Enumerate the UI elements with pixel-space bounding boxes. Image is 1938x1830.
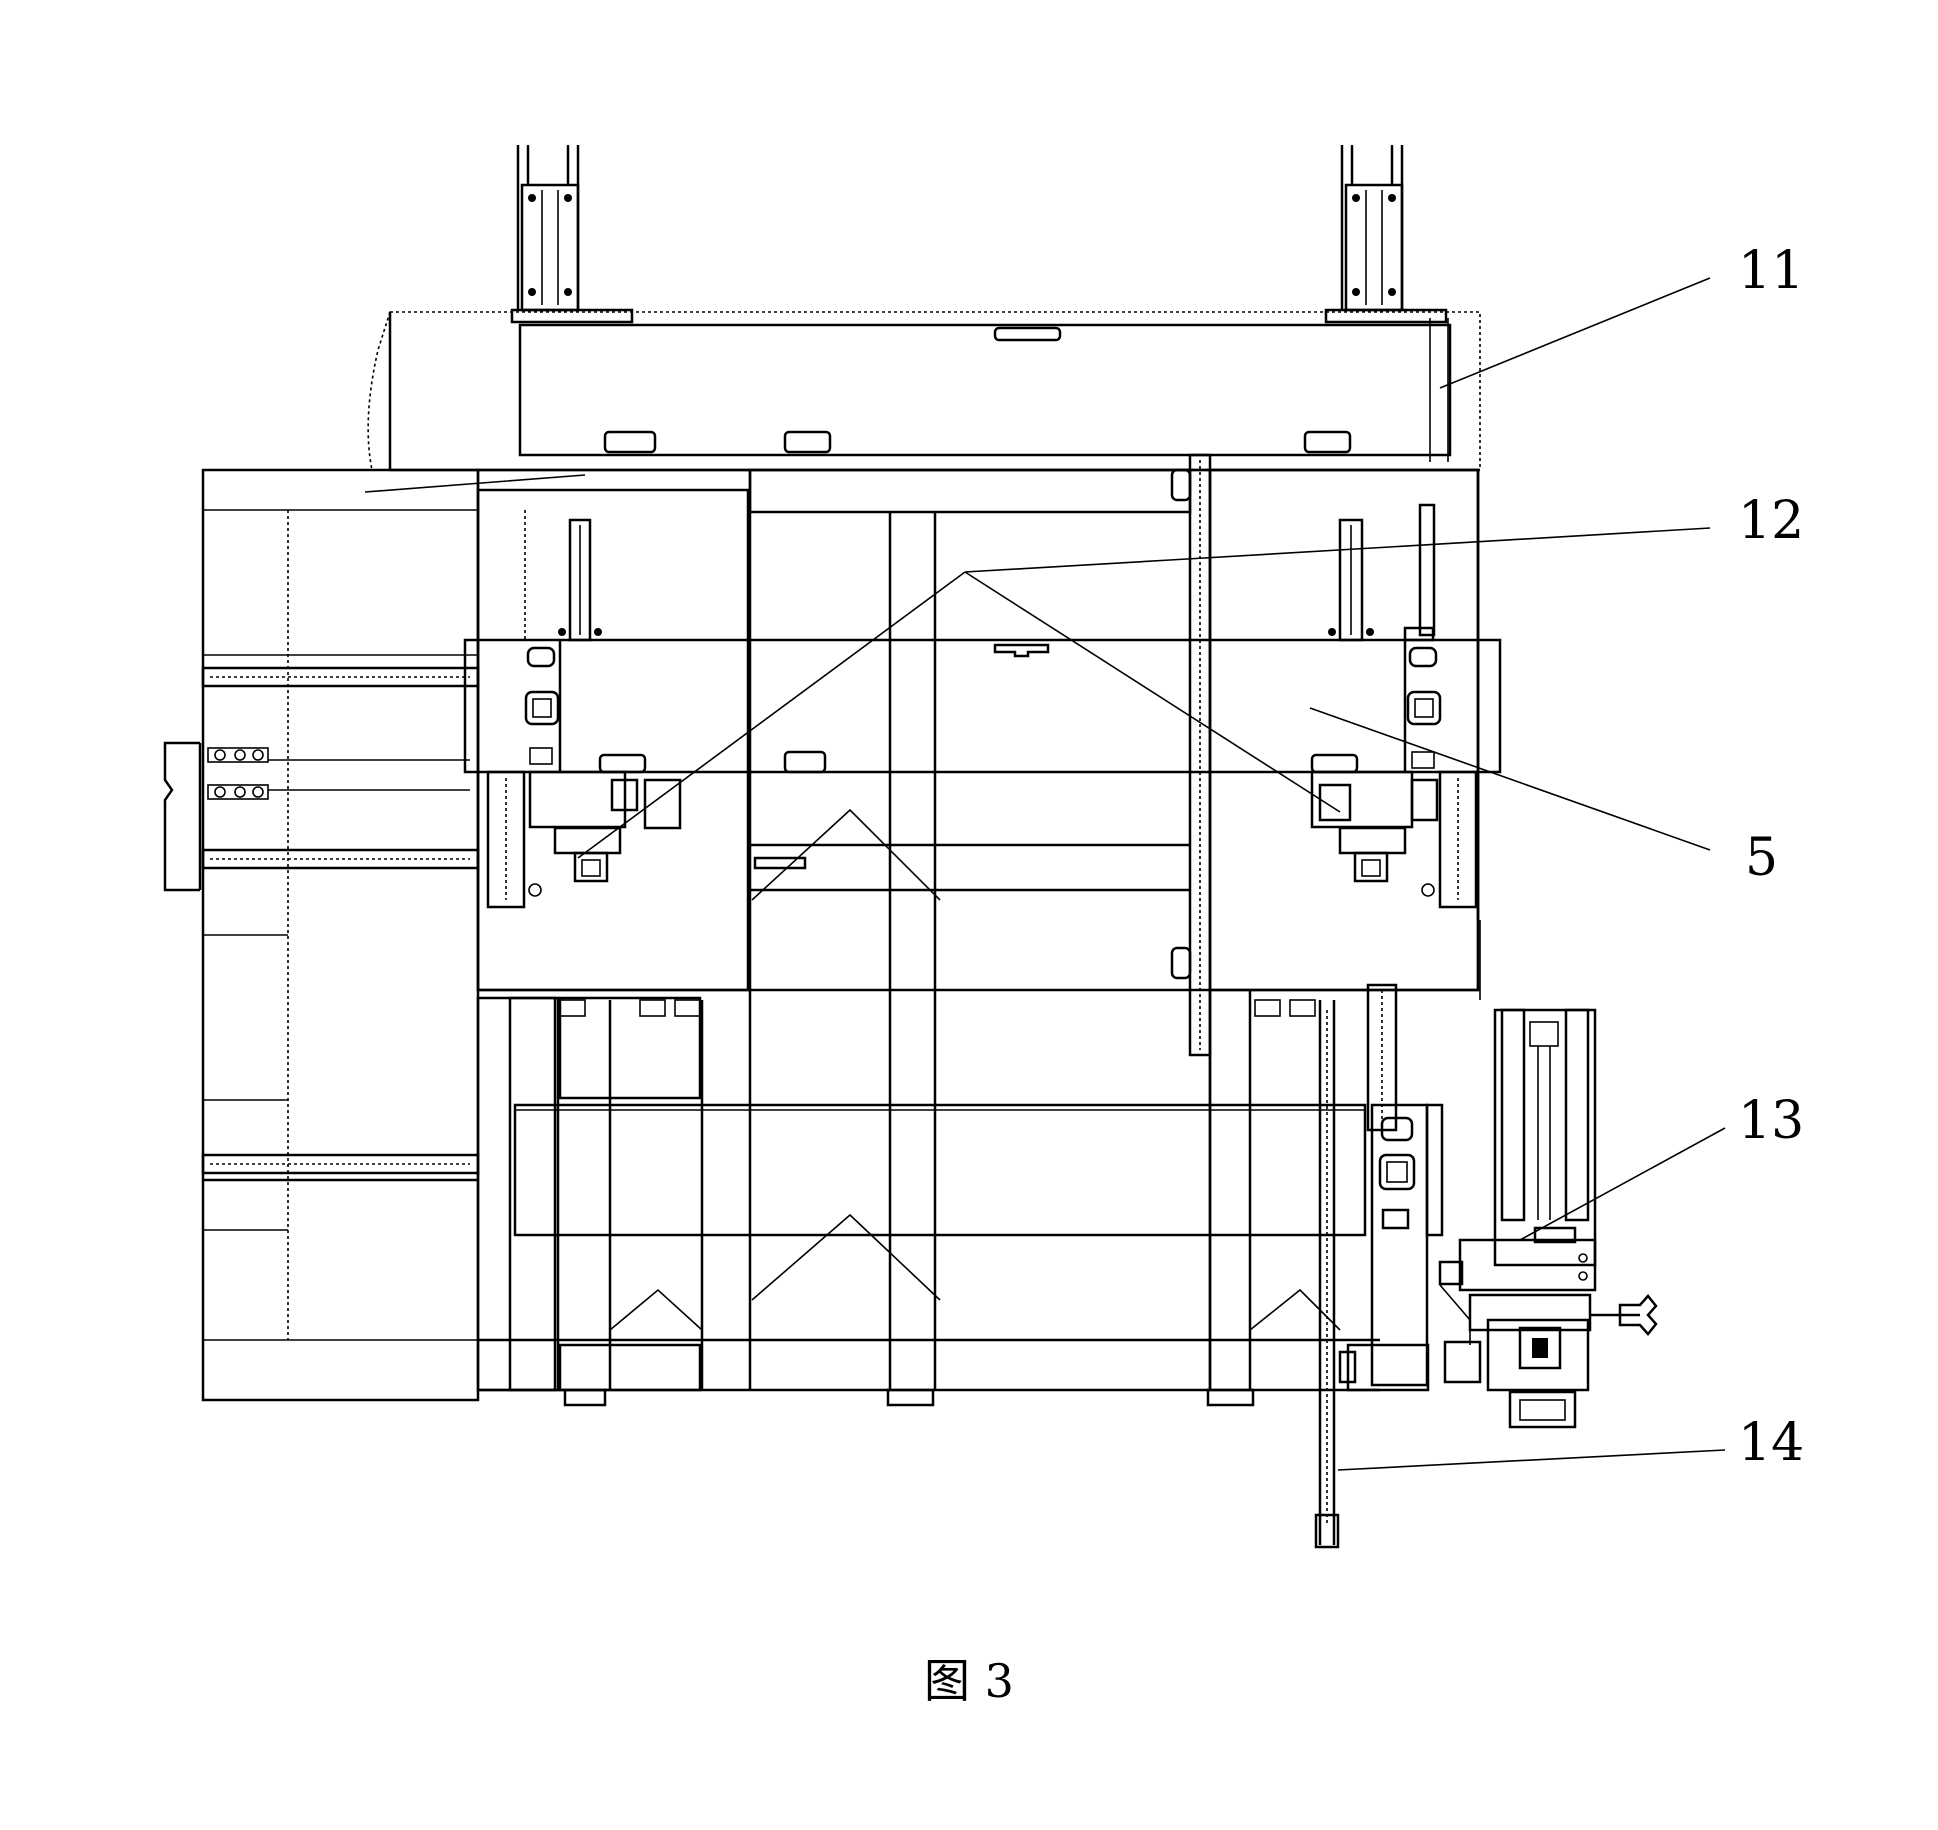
leader-lines xyxy=(577,277,1726,1471)
callout-11: 11 xyxy=(1738,241,1804,301)
top-right-guide-column xyxy=(1324,145,1448,324)
left-carriage xyxy=(476,488,750,992)
left-motor-assembly xyxy=(486,753,682,909)
callout-12: 12 xyxy=(1738,491,1804,551)
callout-14: 14 xyxy=(1738,1413,1804,1473)
figure-caption: 图 3 xyxy=(924,1654,1014,1708)
right-side-unit xyxy=(1438,1008,1658,1429)
right-motor-assembly xyxy=(1310,753,1478,909)
lower-structure xyxy=(476,990,1380,1407)
right-vertical-slide xyxy=(1338,983,1482,1392)
top-left-guide-column xyxy=(510,145,634,324)
callout-5: 5 xyxy=(1745,828,1778,888)
vertical-ruler xyxy=(1314,1000,1340,1549)
middle-crossbeam xyxy=(463,626,1502,774)
top-beam xyxy=(364,311,1481,493)
callout-13: 13 xyxy=(1738,1091,1804,1151)
left-side-frame xyxy=(163,468,480,1402)
lower-crossbeam xyxy=(513,1103,1367,1237)
right-carriage xyxy=(1208,468,1480,992)
main-frame xyxy=(476,453,1481,1390)
